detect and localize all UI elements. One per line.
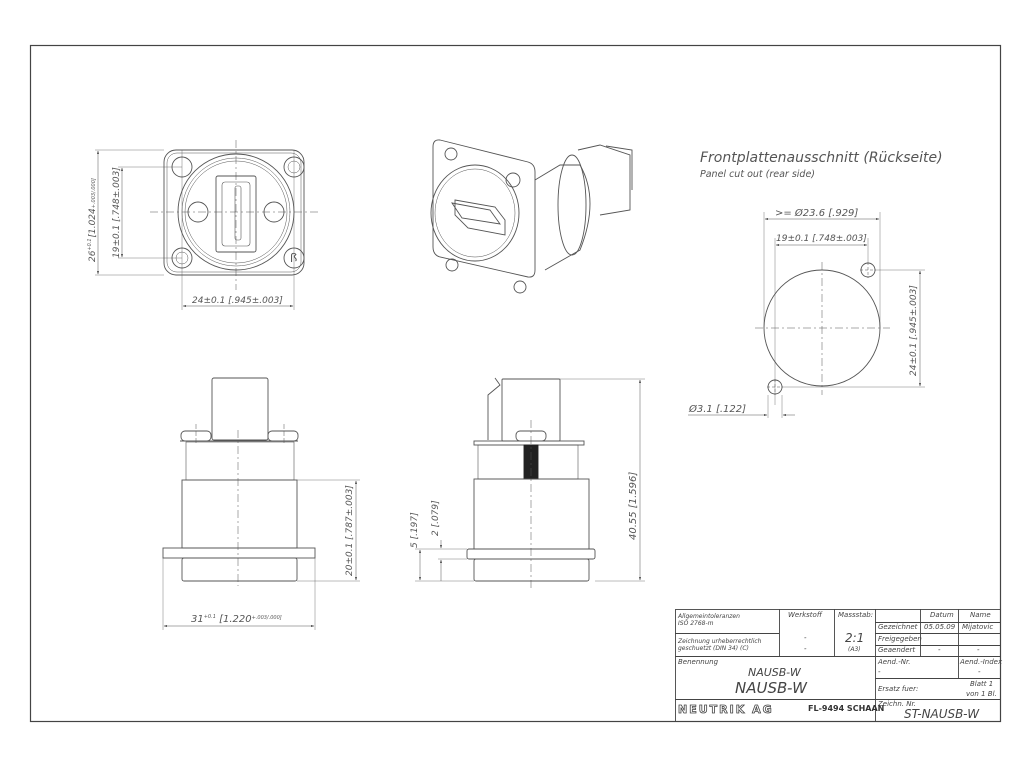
drawn-name: Mijatovic [962,623,994,631]
drawn-label: Gezeichnet [878,623,918,631]
title-block-grid [675,609,1001,722]
material-value-1: - [804,634,807,642]
drawing-frame [29,44,1002,723]
panel-cutout-title-en: Panel cut out (rear side) [700,169,815,180]
svg-text:ꟗ: ꟗ [290,251,297,265]
change-index-value: - [978,668,981,676]
changed-name: - [977,646,980,654]
dim-2mm: 2 [.079] [431,500,441,536]
drawn-date: 05.05.09 [924,623,956,631]
scale-label: Massstab: [838,611,874,619]
change-no-label: Aend.-Nr. [878,658,911,666]
date-label: Datum [930,611,954,619]
scale-value: 2:1 [845,631,865,645]
panel-cutout-title-de: Frontplattenausschnitt (Rückseite) [700,150,943,166]
change-no-value: - [878,668,881,676]
material-value-2: - [804,645,807,653]
dim-total-length: 40.55 [1.596] [628,472,639,540]
dim-cutout-hole-spacing-h: 19±0.1 [.748±.003] [776,234,867,244]
general-tolerances-value: ISO 2768-m [678,620,714,627]
front-view: ꟗ [95,140,320,310]
changed-date: - [938,646,941,654]
copyright-line1: Zeichnung urheberrechtlich [678,638,762,645]
company-logo-text: NEUTRIK AG [678,703,774,716]
dim-cutout-hole-spacing-v: 24±0.1 [.945±.003] [909,285,919,376]
designation-line1: NAUSB-W [748,666,801,679]
dim-cutout-diameter: >= Ø23.6 [.929] [775,207,858,219]
dim-front-hole-spacing-h: 24±0.1 [.945±.003] [192,296,283,306]
designation-line2: NAUSB-W [735,679,807,697]
side-view-left [162,377,360,630]
sheet-line1: Blatt 1 [970,680,994,688]
dim-side-depth: 20±0.1 [.787±.003] [345,485,355,576]
copyright-line2: geschuetzt (DIN 34) (C) [678,645,749,652]
change-index-label: Aend.-Index [960,658,1003,666]
designation-label: Benennung [678,658,719,666]
general-tolerances-label: Allgemeintoleranzen [678,613,740,620]
panel-cutout-view [688,212,925,418]
sheet-line2: von 1 Bl. [966,690,997,698]
material-label: Werkstoff [788,611,822,619]
dim-5mm: 5 [.197] [410,512,420,548]
dim-front-height: 26+0.1 [1.024+.003/.000] [87,178,98,262]
changed-label: Geaendert [878,646,916,654]
dim-side-width: 31+0.1 [1.220+.003/.000] [191,614,282,625]
side-view-right [415,377,645,590]
replacement-label: Ersatz fuer: [878,685,919,693]
dim-front-hole-spacing-v: 19±0.1 [.748±.003] [112,167,122,258]
isometric-view [430,139,633,294]
drawing-no-value: ST-NAUSB-W [904,707,980,721]
scale-format: (A3) [848,646,861,653]
name-label: Name [970,611,991,619]
dim-cutout-hole-diameter: Ø3.1 [.122] [688,403,746,415]
released-label: Freigegeben [878,635,922,643]
company-location: FL-9494 SCHAAN [808,704,885,713]
drawing-no-label: Zeichn. Nr. [878,700,916,708]
